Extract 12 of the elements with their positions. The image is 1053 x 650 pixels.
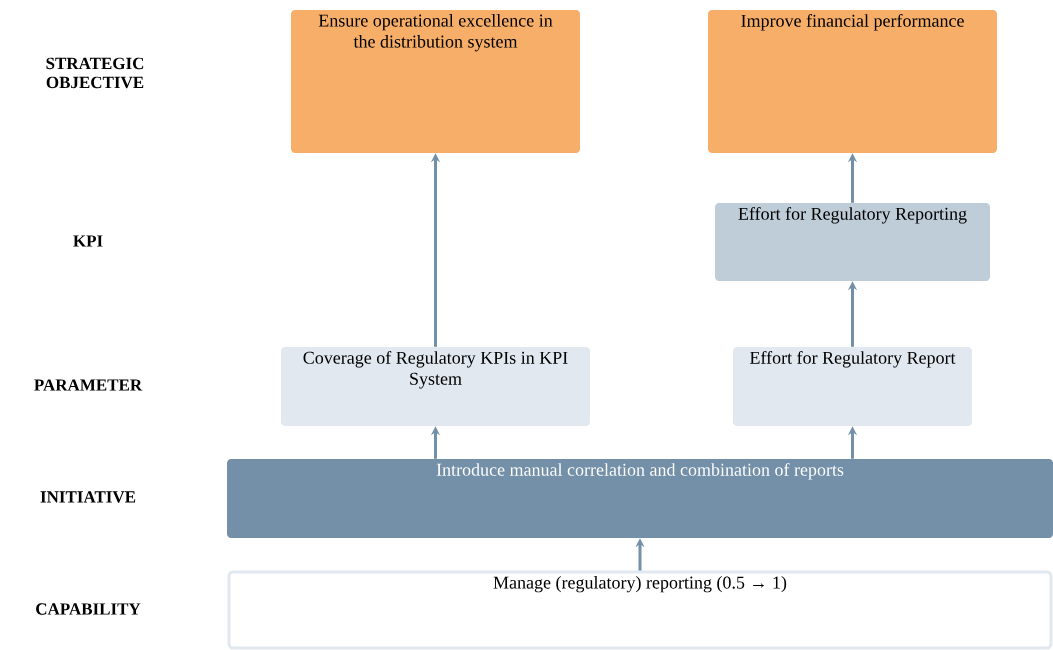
row-label: PARAMETER bbox=[34, 379, 143, 391]
parameter-box: Effort for Regulatory Report bbox=[733, 347, 972, 426]
objective-box: Ensure operational excellence in the distribution system bbox=[291, 10, 580, 153]
capability-bar: Manage (regulatory) reporting (0.5 → 1) bbox=[227, 570, 1053, 650]
row-label: INITIATIVE bbox=[40, 491, 136, 503]
row-label: STRATEGIC OBJECTIVE bbox=[46, 57, 144, 89]
initiative-bar: Introduce manual correlation and combination of reports bbox=[227, 459, 1053, 538]
objective-box: Improve financial performance bbox=[708, 10, 997, 153]
row-label: CAPABILITY bbox=[36, 603, 141, 615]
parameter-box: Coverage of Regulatory KPIs in KPI System bbox=[281, 347, 590, 426]
kpi-box: Effort for Regulatory Reporting bbox=[715, 203, 990, 281]
row-label: KPI bbox=[73, 235, 103, 247]
